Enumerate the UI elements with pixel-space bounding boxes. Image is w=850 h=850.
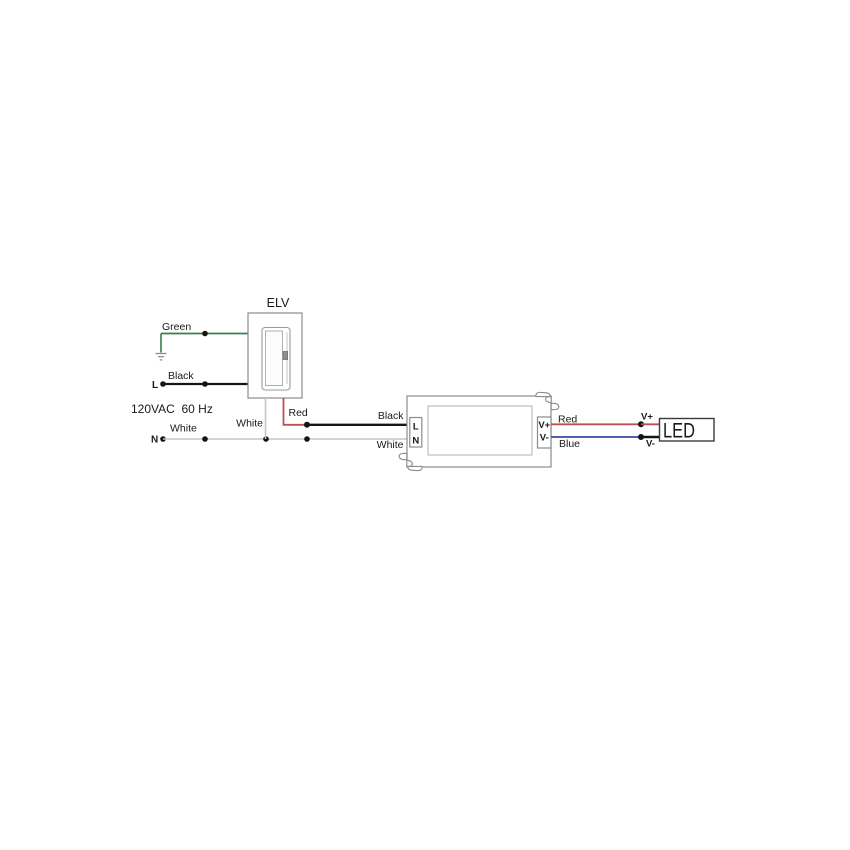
driver-terminal-vminus-label: V- bbox=[540, 433, 549, 444]
led-label: LED bbox=[663, 420, 695, 443]
driver-mounting-tab-bottom-icon bbox=[398, 452, 423, 472]
dimmer-red-wire bbox=[282, 398, 307, 426]
driver-terminal-l-label: L bbox=[413, 422, 419, 433]
junction-dot-neutral-3 bbox=[304, 436, 310, 442]
led-vminus-label: V- bbox=[646, 439, 655, 450]
dimmer-slider-knob bbox=[282, 351, 288, 360]
dimmer-white-label: White bbox=[236, 418, 263, 430]
driver-input-black-label: Black bbox=[378, 410, 404, 422]
ground-symbol-icon bbox=[155, 352, 167, 361]
driver-terminal-n-label: N bbox=[412, 436, 419, 447]
dimmer-title: ELV bbox=[267, 296, 290, 310]
driver-mounting-tab-top-icon bbox=[535, 391, 560, 411]
junction-dot-green bbox=[202, 330, 208, 337]
neutral-terminal-label: N bbox=[151, 435, 158, 446]
junction-dot-neutral-1 bbox=[202, 436, 208, 442]
voltage-label: 120VAC 60 Hz bbox=[131, 402, 213, 416]
junction-dot-hot bbox=[202, 381, 208, 387]
driver-input-white-label: White bbox=[377, 439, 404, 451]
led-vplus-label: V+ bbox=[641, 412, 653, 423]
line-terminal-label: L bbox=[152, 380, 158, 391]
driver-output-terminal bbox=[536, 416, 552, 449]
white-wire-label: White bbox=[170, 423, 197, 435]
led-box bbox=[658, 417, 715, 442]
dimmer-red-label: Red bbox=[289, 407, 308, 419]
output-red-label: Red bbox=[558, 414, 577, 426]
green-wire-label: Green bbox=[162, 321, 191, 333]
driver-terminal-vplus-label: V+ bbox=[538, 420, 550, 431]
output-blue-label: Blue bbox=[559, 438, 580, 450]
black-wire-label: Black bbox=[168, 370, 194, 382]
driver-input-terminal bbox=[409, 416, 423, 448]
driver-label-area bbox=[427, 405, 533, 456]
dimmer-paddle bbox=[265, 330, 283, 386]
